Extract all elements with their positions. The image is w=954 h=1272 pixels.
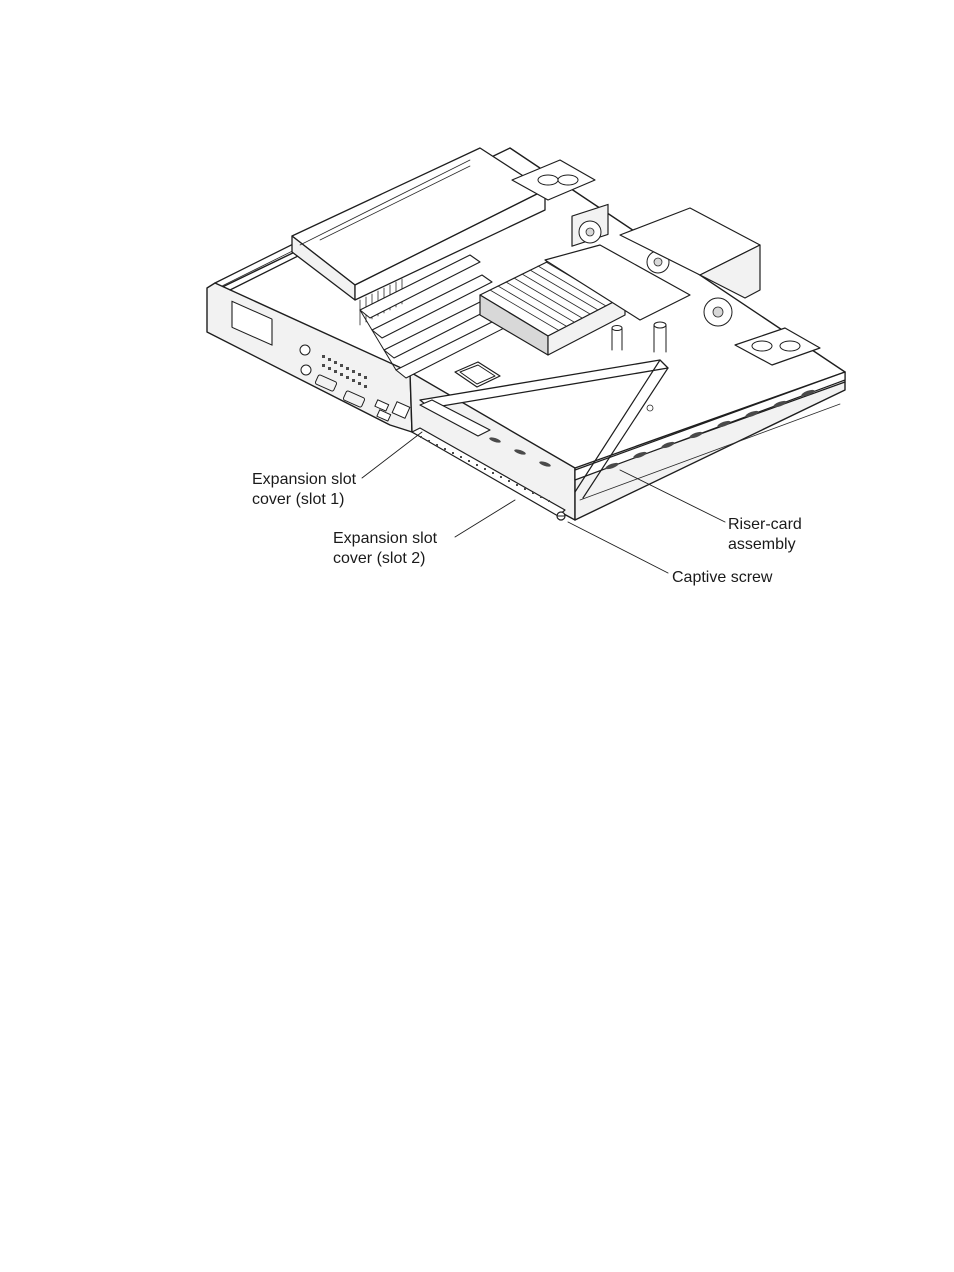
callout-slot1-cover: Expansion slot cover (slot 1)	[252, 470, 356, 510]
leader-slot1	[362, 432, 422, 478]
callout-riser-card: Riser-card assembly	[728, 515, 802, 555]
leader-slot2	[455, 500, 515, 537]
leader-screw	[568, 522, 668, 573]
callout-captive-screw: Captive screw	[672, 568, 772, 588]
callout-riser-line2: assembly	[728, 535, 802, 555]
callout-slot1-line1: Expansion slot	[252, 470, 356, 490]
callout-screw-line1: Captive screw	[672, 568, 772, 588]
leader-riser	[620, 470, 725, 522]
callout-riser-line1: Riser-card	[728, 515, 802, 535]
callout-slot2-cover: Expansion slot cover (slot 2)	[333, 529, 437, 569]
callout-slot2-line2: cover (slot 2)	[333, 549, 437, 569]
callout-slot1-line2: cover (slot 1)	[252, 490, 356, 510]
callout-slot2-line1: Expansion slot	[333, 529, 437, 549]
